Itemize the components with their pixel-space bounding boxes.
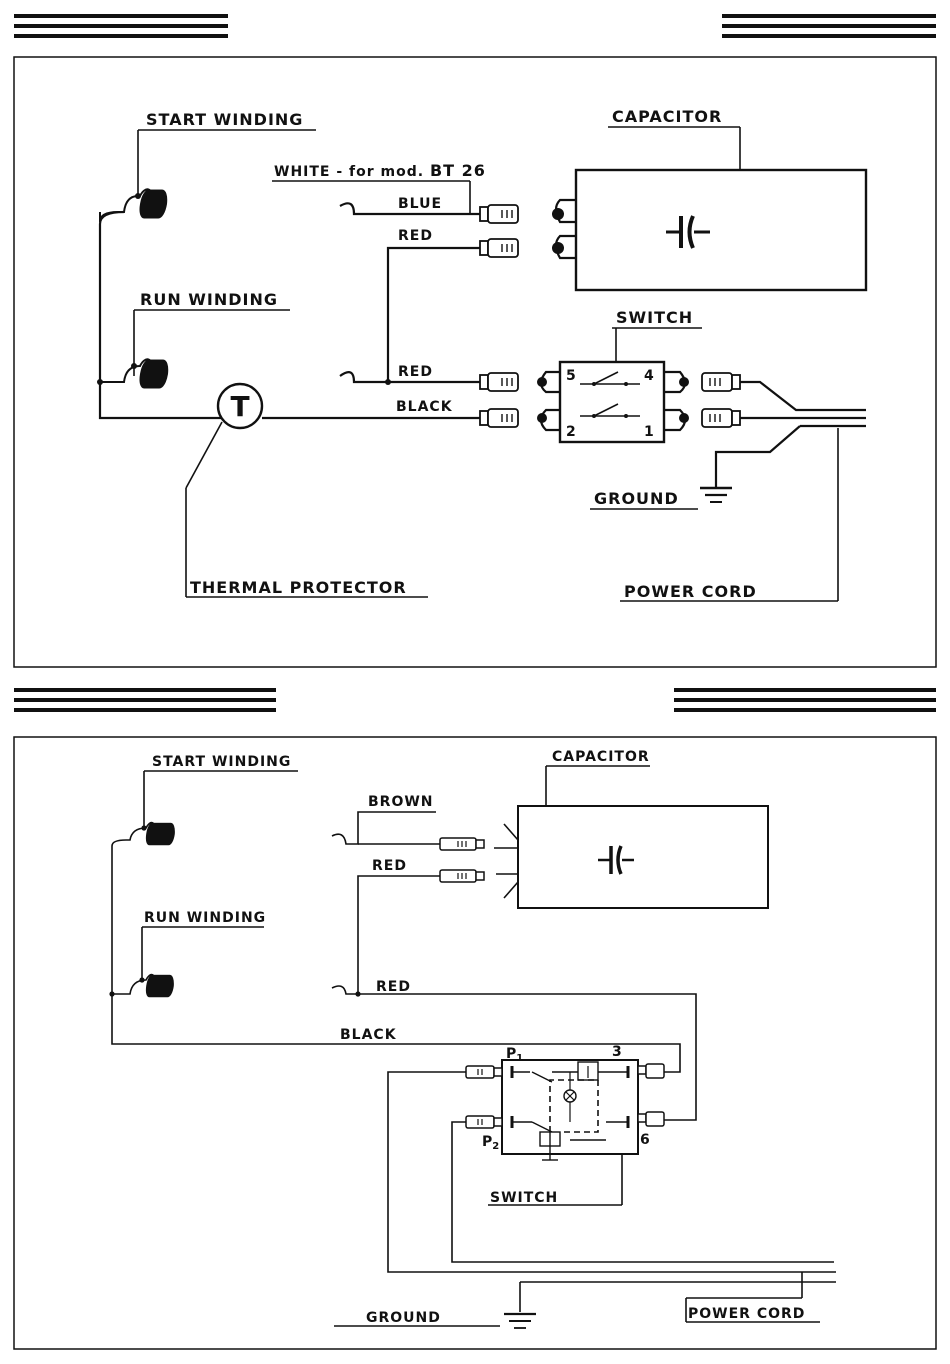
d1-thermal-protector: T [218, 384, 262, 428]
d2-power-cord-label: POWER CORD [688, 1306, 805, 1322]
d1-capacitor-label: CAPACITOR [612, 107, 722, 126]
header-stripes-middle [14, 688, 936, 712]
d2-switch-label: SWITCH [490, 1190, 558, 1206]
d2-capacitor [494, 806, 768, 908]
d2-start-winding-label: START WINDING [152, 754, 291, 770]
d1-switch-terminal-2: 2 [566, 424, 576, 440]
d1-capacitor [552, 170, 866, 290]
d1-thermal-protector-label: THERMAL PROTECTOR [190, 578, 407, 597]
d2-capacitor-label: CAPACITOR [552, 749, 650, 765]
d2-run-winding-label: RUN WINDING [144, 910, 266, 926]
d2-switch: P1 3 P2 6 [482, 1044, 650, 1160]
diagram-2: START WINDING RUN WINDING CAPACITOR BROW… [14, 737, 936, 1349]
d1-thermal-symbol: T [230, 390, 249, 423]
d1-white-note: WHITE - for mod. BT 26 [274, 161, 486, 180]
d1-wire-red-top: RED [398, 228, 433, 244]
d1-wire-red: RED [398, 364, 433, 380]
d1-wire-blue: BLUE [398, 196, 442, 212]
d1-connectors-right [702, 373, 740, 427]
header-stripes-top [14, 14, 936, 38]
d2-terminal-p1: P1 [506, 1046, 523, 1064]
d2-terminal-p2: P2 [482, 1134, 499, 1152]
d2-wire-brown: BROWN [368, 794, 434, 810]
d1-start-winding-coil [100, 189, 166, 222]
d1-start-winding-label: START WINDING [146, 110, 303, 129]
diagram-1: START WINDING RUN WINDING CAPACITOR SWIT… [14, 57, 936, 667]
d2-terminal-6: 6 [640, 1132, 650, 1148]
d2-terminal-3: 3 [612, 1044, 622, 1060]
d1-switch-terminal-4: 4 [644, 368, 654, 384]
d2-ground-label: GROUND [366, 1310, 441, 1326]
d1-run-winding-label: RUN WINDING [140, 290, 278, 309]
d1-switch-label: SWITCH [616, 308, 693, 327]
d2-wire-black: BLACK [340, 1027, 397, 1043]
d1-switch-terminal-1: 1 [644, 424, 654, 440]
d2-wire-red-top: RED [372, 858, 407, 874]
d1-switch-terminal-5: 5 [566, 368, 576, 384]
d2-start-winding-coil [112, 823, 174, 994]
d1-connectors-left [480, 205, 518, 427]
d1-ground-label: GROUND [594, 489, 679, 508]
d1-wire-black: BLACK [396, 399, 453, 415]
d2-wire-red: RED [376, 979, 411, 995]
d1-power-cord-label: POWER CORD [624, 582, 757, 601]
d1-switch: 5 4 2 1 [537, 362, 689, 442]
